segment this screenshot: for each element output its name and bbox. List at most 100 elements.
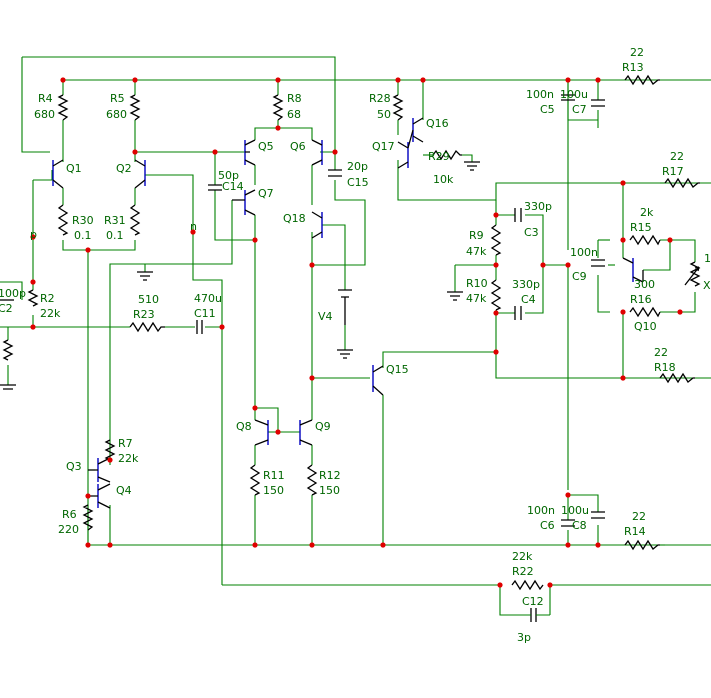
- resistor-r17: [664, 177, 700, 189]
- label-c7: C7: [572, 103, 587, 116]
- value-r10: 47k: [466, 292, 487, 305]
- label-q5: Q5: [258, 140, 274, 153]
- transistor-q10: [622, 257, 644, 283]
- label-v4: V4: [318, 310, 333, 323]
- label-c2: C2: [0, 302, 13, 315]
- label-r28: R28: [369, 92, 391, 105]
- label-r5: R5: [110, 92, 125, 105]
- transistor-q15: [372, 365, 384, 396]
- label-input-p: p: [30, 228, 37, 241]
- transistor-q8: [254, 419, 269, 446]
- label-pot-value: 1: [704, 252, 711, 265]
- resistor-r9: [490, 224, 502, 256]
- label-r31: R31: [104, 214, 126, 227]
- capacitor-c12: [530, 608, 537, 622]
- value-r5: 680: [106, 108, 127, 121]
- label-r16: R16: [630, 293, 652, 306]
- resistors: [2, 74, 701, 591]
- capacitor-c9: [591, 259, 605, 267]
- wires: [0, 56, 711, 616]
- label-r8: R8: [287, 92, 302, 105]
- resistor-r7: [104, 439, 116, 461]
- resistor-r12: [306, 464, 318, 496]
- component-labels: R4 680 R5 680 R8 68 R28 50 R29 10k Q1 Q2…: [0, 46, 711, 644]
- capacitor-c4: [514, 306, 522, 320]
- value-c3: 330p: [524, 200, 552, 213]
- value-r7: 22k: [118, 452, 139, 465]
- label-q17: Q17: [372, 140, 395, 153]
- label-c15: C15: [347, 176, 369, 189]
- transistor-q9: [299, 419, 313, 446]
- value-r31: 0.1: [106, 229, 124, 242]
- value-c6: 100n: [527, 504, 555, 517]
- transistor-q16: [412, 117, 424, 143]
- label-r15: R15: [630, 221, 652, 234]
- label-c4: C4: [521, 293, 536, 306]
- label-c8: C8: [572, 519, 587, 532]
- label-pot-x: X: [703, 279, 711, 292]
- value-r8: 68: [287, 108, 301, 121]
- value-r29: 10k: [433, 173, 454, 186]
- value-c7: 100u: [560, 88, 588, 101]
- value-c5: 100n: [526, 88, 554, 101]
- label-q16: Q16: [426, 117, 449, 130]
- junction-dots: [30, 77, 683, 588]
- label-q15: Q15: [386, 363, 409, 376]
- value-r11: 150: [263, 484, 284, 497]
- label-r13: R13: [622, 61, 644, 74]
- transistor-q2: [134, 159, 146, 189]
- resistor-r13: [624, 74, 660, 86]
- value-r2: 22k: [40, 307, 61, 320]
- ground-symbol-bias: [447, 291, 463, 301]
- value-c8: 100u: [561, 504, 589, 517]
- label-q2: Q2: [116, 162, 132, 175]
- grounds: [0, 161, 480, 390]
- transistor-q7: [232, 189, 256, 216]
- label-c5: C5: [540, 103, 555, 116]
- value-c15: 20p: [347, 160, 368, 173]
- label-q7: Q7: [258, 187, 274, 200]
- value-r14: 22: [632, 510, 646, 523]
- resistor-c2-leg: [2, 339, 14, 361]
- resistor-r31: [129, 204, 141, 236]
- label-q10: Q10: [634, 320, 657, 333]
- resistor-r6: [82, 504, 94, 531]
- resistor-r29: [432, 149, 462, 161]
- resistor-r11: [249, 464, 261, 496]
- resistor-r22: [511, 579, 544, 591]
- label-q3: Q3: [66, 460, 82, 473]
- value-c11: 470u: [194, 292, 222, 305]
- label-c11: C11: [194, 307, 216, 320]
- resistor-r16: [629, 306, 661, 318]
- resistor-r2: [27, 289, 39, 307]
- label-r23: R23: [133, 308, 155, 321]
- capacitor-c5: [561, 94, 575, 101]
- label-r12: R12: [319, 469, 341, 482]
- transistor-q18: [311, 211, 323, 239]
- label-c3: C3: [524, 226, 539, 239]
- value-r18: 22: [654, 346, 668, 359]
- capacitor-c3: [514, 208, 522, 222]
- label-r2: R2: [40, 292, 55, 305]
- ground-symbol-v4: [337, 349, 353, 359]
- label-q9: Q9: [315, 420, 331, 433]
- label-r18: R18: [654, 361, 676, 374]
- label-c6: C6: [540, 519, 555, 532]
- label-r10: R10: [466, 277, 488, 290]
- value-r4: 680: [34, 108, 55, 121]
- label-q18: Q18: [283, 212, 306, 225]
- label-r7: R7: [118, 437, 133, 450]
- value-r17: 22: [670, 150, 684, 163]
- resistor-r28: [392, 94, 404, 121]
- value-r16: 300: [634, 278, 655, 291]
- resistor-r15: [629, 234, 661, 246]
- transistor-q5: [244, 139, 256, 166]
- label-c12: C12: [522, 595, 544, 608]
- voltage-source-v4: [338, 289, 352, 325]
- capacitors: [0, 94, 605, 622]
- value-r13: 22: [630, 46, 644, 59]
- value-c9: 100n: [570, 246, 598, 259]
- value-r23: 510: [138, 293, 159, 306]
- transistor-q17: [397, 129, 414, 169]
- resistor-r10: [490, 279, 502, 311]
